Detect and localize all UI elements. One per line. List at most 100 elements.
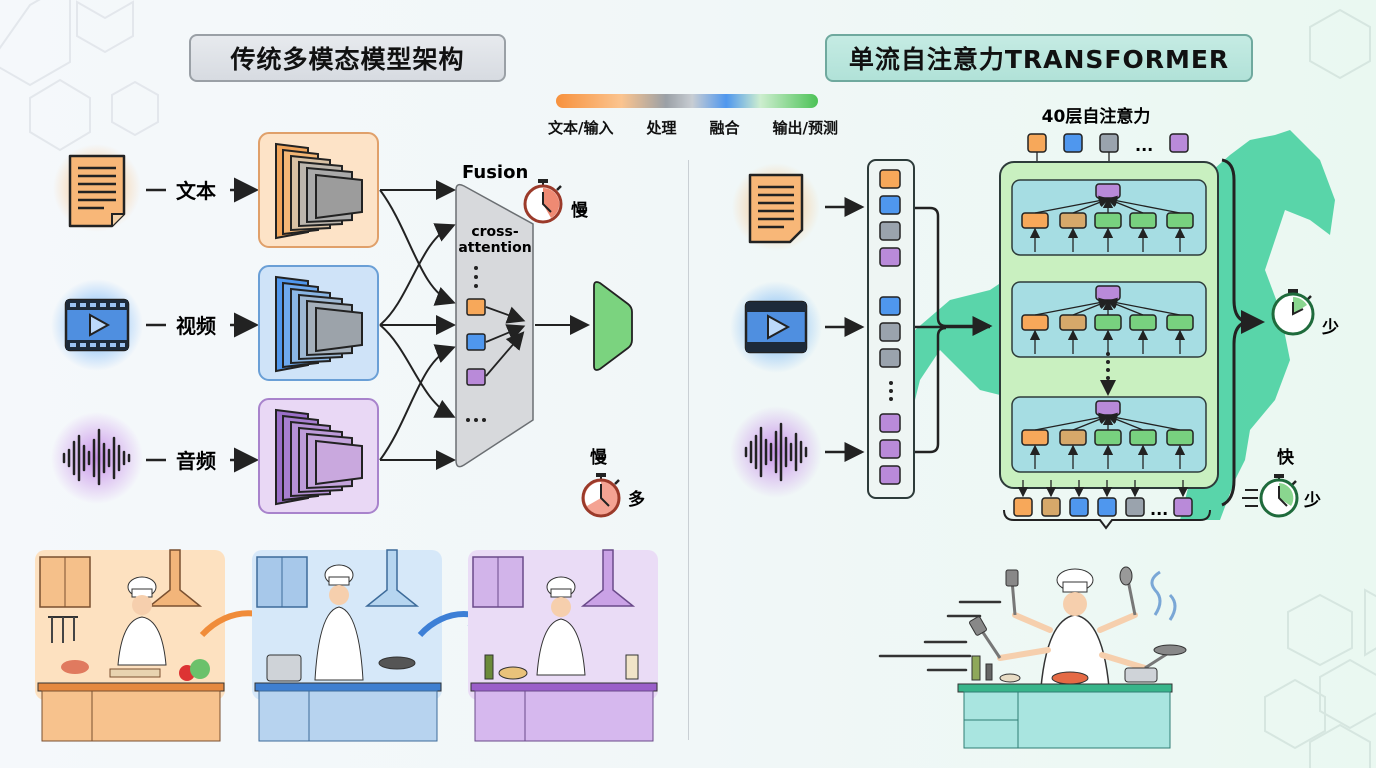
kitchen-scene-frying (252, 549, 442, 742)
audio-wave-icon (51, 412, 143, 504)
attention-layer (1011, 396, 1207, 473)
speed-label-slow-bottom: 慢 (590, 447, 608, 468)
legend-label-output: 输出/预测 (772, 119, 838, 137)
legend-label-fusion: 融合 (709, 119, 740, 137)
sequence-token (879, 169, 901, 189)
quantity-label-few-bottom: 少 (1303, 491, 1321, 511)
quantity-label-many: 多 (628, 489, 645, 510)
attention-query-token (1095, 400, 1121, 416)
left-panel-title: 传统多模态模型架构 (189, 34, 506, 82)
sequence-token (879, 439, 901, 459)
fusion-mechanism-line2: attention (458, 240, 531, 256)
attention-token (1129, 314, 1157, 331)
sequence-token (879, 465, 901, 485)
sequence-token (879, 221, 901, 241)
stopwatch-slow-many-icon (581, 473, 621, 518)
fusion-ellipsis (466, 418, 486, 422)
stack-input-tokens (1027, 133, 1189, 176)
attention-token (1021, 429, 1049, 446)
token-sequence (879, 169, 901, 485)
audio-wave-icon (730, 406, 822, 498)
sequence-token (879, 413, 901, 433)
stack-output-token (1173, 497, 1193, 517)
attention-token (1021, 212, 1049, 229)
text-input-icon (732, 163, 820, 251)
attention-token (1059, 314, 1087, 331)
legend-gradient-bar (556, 94, 818, 108)
sequence-token (879, 247, 901, 267)
video-encoder-box (258, 265, 379, 381)
kitchen-scene-chopping (35, 549, 225, 742)
attention-token (1166, 212, 1194, 229)
fusion-mechanism-line1: cross- (471, 224, 518, 240)
attention-token (1094, 212, 1122, 229)
legend-label-input: 文本/输入 (548, 119, 614, 137)
output-head (593, 281, 633, 371)
token-sequence-ellipsis (889, 381, 893, 401)
stack-title: 40层自注意力 (1042, 106, 1151, 127)
fusion-vertical-ellipsis (474, 266, 478, 288)
attention-token (1094, 429, 1122, 446)
legend-label-process: 处理 (646, 119, 677, 137)
layer-ellipsis (1106, 352, 1110, 380)
sequence-token (879, 322, 901, 342)
fusion-block (455, 183, 534, 468)
video-input-icon (51, 279, 143, 371)
fusion-token-video (466, 333, 486, 351)
attention-token (1021, 314, 1049, 331)
stack-input-ellipsis: ... (1135, 136, 1153, 155)
text-encoder-box (258, 132, 379, 248)
legend-labels: 文本/输入 处理 融合 输出/预测 (548, 117, 838, 138)
video-input-icon (730, 281, 822, 373)
kitchen-scene-seasoning (468, 549, 658, 742)
stack-output-token (1097, 497, 1117, 517)
stack-input-token (1169, 133, 1189, 153)
input-label-audio: 音频 (176, 449, 216, 473)
attention-token (1129, 212, 1157, 229)
speed-label-fast: 快 (1277, 447, 1295, 468)
stack-output-token (1125, 497, 1145, 517)
left-kitchen-scenes (35, 549, 658, 742)
stack-input-token (1027, 133, 1047, 153)
attention-layer (1011, 179, 1207, 256)
attention-token (1094, 314, 1122, 331)
audio-encoder-box (258, 398, 379, 514)
right-panel-title: 单流自注意力TRANSFORMER (825, 34, 1253, 82)
output-brace (1003, 509, 1211, 530)
panel-divider (688, 160, 689, 740)
stopwatch-slow-icon (523, 179, 563, 224)
sequence-token (879, 348, 901, 368)
input-label-video: 视频 (176, 314, 216, 338)
stack-output-tokens (1013, 480, 1193, 517)
attention-token (1059, 429, 1087, 446)
attention-token (1059, 212, 1087, 229)
stack-output-ellipsis: ... (1150, 500, 1168, 519)
speed-lines (878, 600, 1002, 672)
attention-token (1166, 314, 1194, 331)
steam-icon (1150, 570, 1177, 621)
attention-query-token (1095, 183, 1121, 199)
fusion-title: Fusion (462, 162, 528, 183)
left-architecture-diagram: 文本 视频 音频 (51, 132, 645, 518)
stopwatch-fast-icon (1271, 289, 1315, 336)
quantity-label-few: 少 (1321, 318, 1339, 338)
stack-input-token (1099, 133, 1119, 153)
stack-input-token (1063, 133, 1083, 153)
stack-output-token (1013, 497, 1033, 517)
text-input-icon (53, 144, 141, 232)
fusion-token-audio (466, 368, 486, 386)
attention-layer (1011, 281, 1207, 358)
cross-connection-arrows (379, 180, 456, 470)
sequence-token (879, 195, 901, 215)
sequence-token (879, 296, 901, 316)
fusion-token-text (466, 298, 486, 316)
attention-query-token (1095, 285, 1121, 301)
speed-label-slow: 慢 (571, 200, 589, 221)
stack-output-token (1041, 497, 1061, 517)
stopwatch-fast-few-icon (1259, 474, 1299, 518)
motion-lines (1242, 489, 1258, 507)
right-kitchen-scene (878, 566, 1187, 749)
attention-token (1129, 429, 1157, 446)
stack-output-token (1069, 497, 1089, 517)
